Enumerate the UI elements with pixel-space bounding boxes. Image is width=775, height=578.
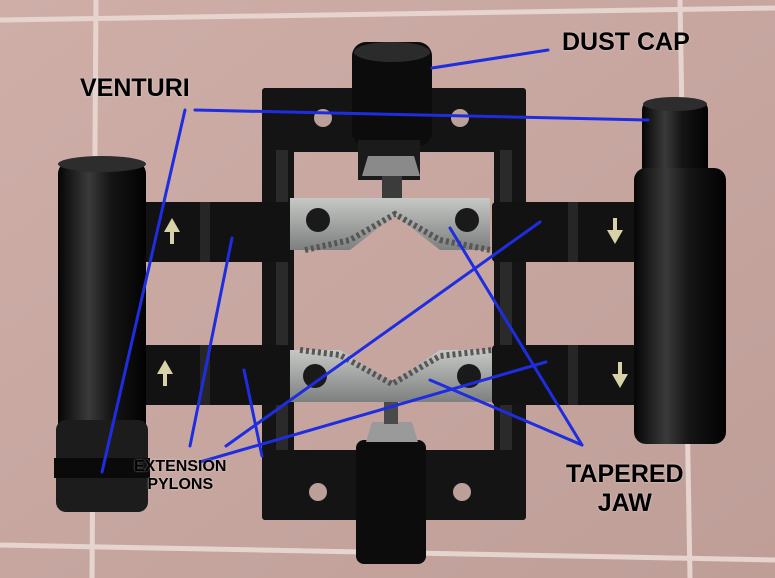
upper-tapered-jaw <box>290 198 491 253</box>
arrow-markings <box>157 218 628 388</box>
label-dust-cap: DUST CAP <box>562 28 690 56</box>
dust-cap <box>352 42 432 198</box>
label-tapered-line1: TAPERED <box>566 460 684 488</box>
label-tapered-line2: JAW <box>597 488 652 517</box>
label-extension-line2: PYLONS <box>147 476 214 494</box>
leader-lines <box>100 48 650 474</box>
right-cylinder <box>634 97 726 444</box>
bottom-cap <box>356 402 426 564</box>
clamp-frame <box>262 88 526 520</box>
label-tapered-jaw: TAPERED JAW <box>566 460 684 518</box>
label-venturi: VENTURI <box>80 74 190 102</box>
label-extension-pylons: EXTENSION PYLONS <box>134 458 226 495</box>
label-extension-line1: EXTENSION <box>134 458 227 475</box>
